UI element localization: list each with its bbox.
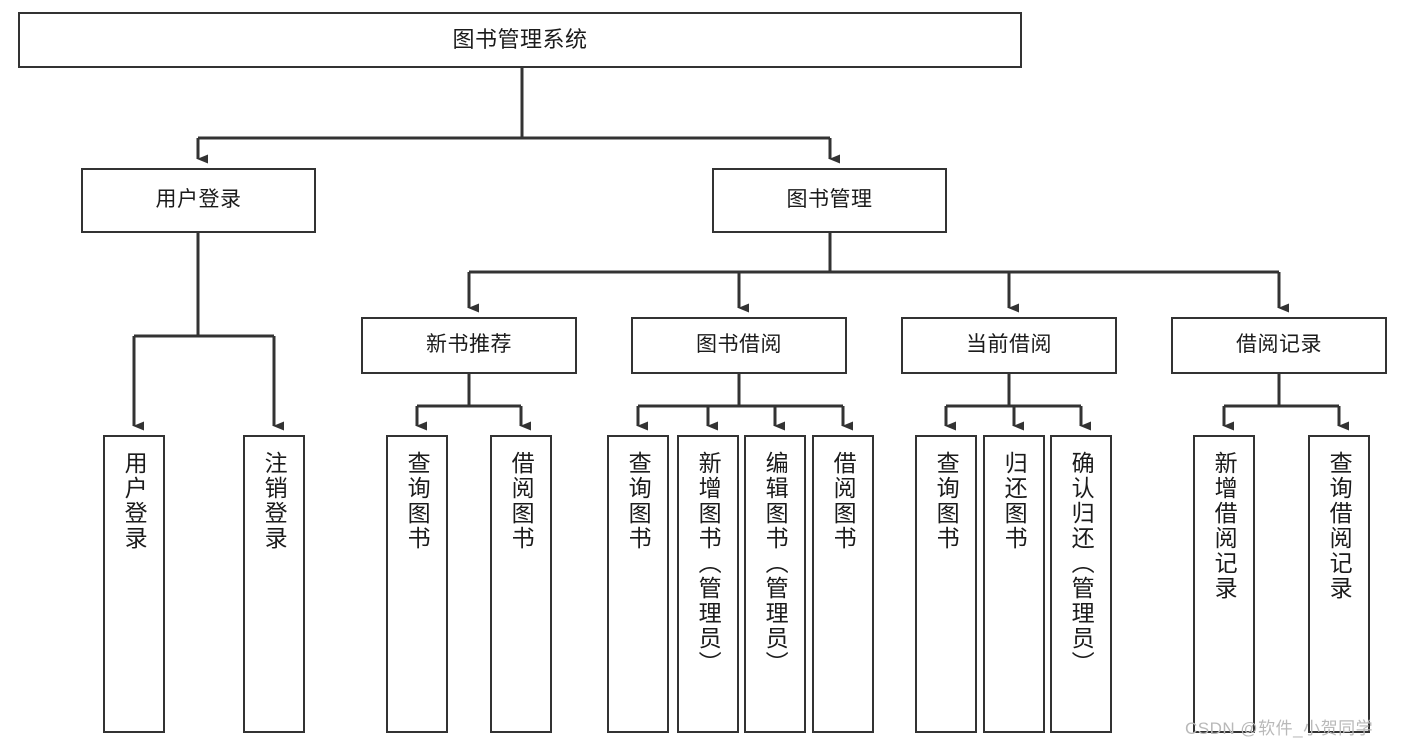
node-leaf-edit-book[interactable]: 编辑图书（管理员） — [744, 435, 806, 733]
node-book-borrow[interactable]: 图书借阅 — [631, 317, 847, 374]
node-leaf-borrow-book-2[interactable]: 借阅图书 — [812, 435, 874, 733]
node-borrow-record[interactable]: 借阅记录 — [1171, 317, 1387, 374]
node-label: 查询图书 — [933, 451, 960, 551]
node-label: 新书推荐 — [426, 333, 512, 357]
node-leaf-add-book[interactable]: 新增图书（管理员） — [677, 435, 739, 733]
node-label: 注销登录 — [261, 451, 288, 551]
node-leaf-query-book-2[interactable]: 查询图书 — [607, 435, 669, 733]
node-leaf-query-record[interactable]: 查询借阅记录 — [1308, 435, 1370, 733]
node-label: 借阅记录 — [1236, 333, 1322, 357]
node-label: 用户登录 — [155, 188, 242, 212]
node-leaf-add-record[interactable]: 新增借阅记录 — [1193, 435, 1255, 733]
node-user-login[interactable]: 用户登录 — [81, 168, 316, 233]
node-leaf-logout-login[interactable]: 注销登录 — [243, 435, 305, 733]
node-label: 新增借阅记录 — [1211, 451, 1238, 601]
node-leaf-query-book-1[interactable]: 查询图书 — [386, 435, 448, 733]
node-root-book-management-system[interactable]: 图书管理系统 — [18, 12, 1022, 68]
node-label: 用户登录 — [121, 451, 148, 551]
node-book-manage[interactable]: 图书管理 — [712, 168, 947, 233]
node-label: 借阅图书 — [830, 451, 857, 551]
node-label: 确认归还（管理员） — [1068, 451, 1095, 676]
node-label: 查询借阅记录 — [1326, 451, 1353, 601]
node-leaf-user-login[interactable]: 用户登录 — [103, 435, 165, 733]
node-leaf-borrow-book-1[interactable]: 借阅图书 — [490, 435, 552, 733]
node-leaf-return-book[interactable]: 归还图书 — [983, 435, 1045, 733]
node-label: 新增图书（管理员） — [695, 451, 722, 676]
node-current-borrow[interactable]: 当前借阅 — [901, 317, 1117, 374]
node-label: 图书借阅 — [696, 333, 782, 357]
node-leaf-confirm-return[interactable]: 确认归还（管理员） — [1050, 435, 1112, 733]
node-label: 当前借阅 — [966, 333, 1052, 357]
node-label: 归还图书 — [1001, 451, 1028, 551]
node-new-book-recommend[interactable]: 新书推荐 — [361, 317, 577, 374]
node-label: 查询图书 — [625, 451, 652, 551]
node-label: 图书管理 — [786, 188, 873, 212]
node-leaf-query-book-3[interactable]: 查询图书 — [915, 435, 977, 733]
node-label: 编辑图书（管理员） — [762, 451, 789, 676]
node-label: 借阅图书 — [508, 451, 535, 551]
node-label: 图书管理系统 — [452, 27, 588, 53]
node-label: 查询图书 — [404, 451, 431, 551]
